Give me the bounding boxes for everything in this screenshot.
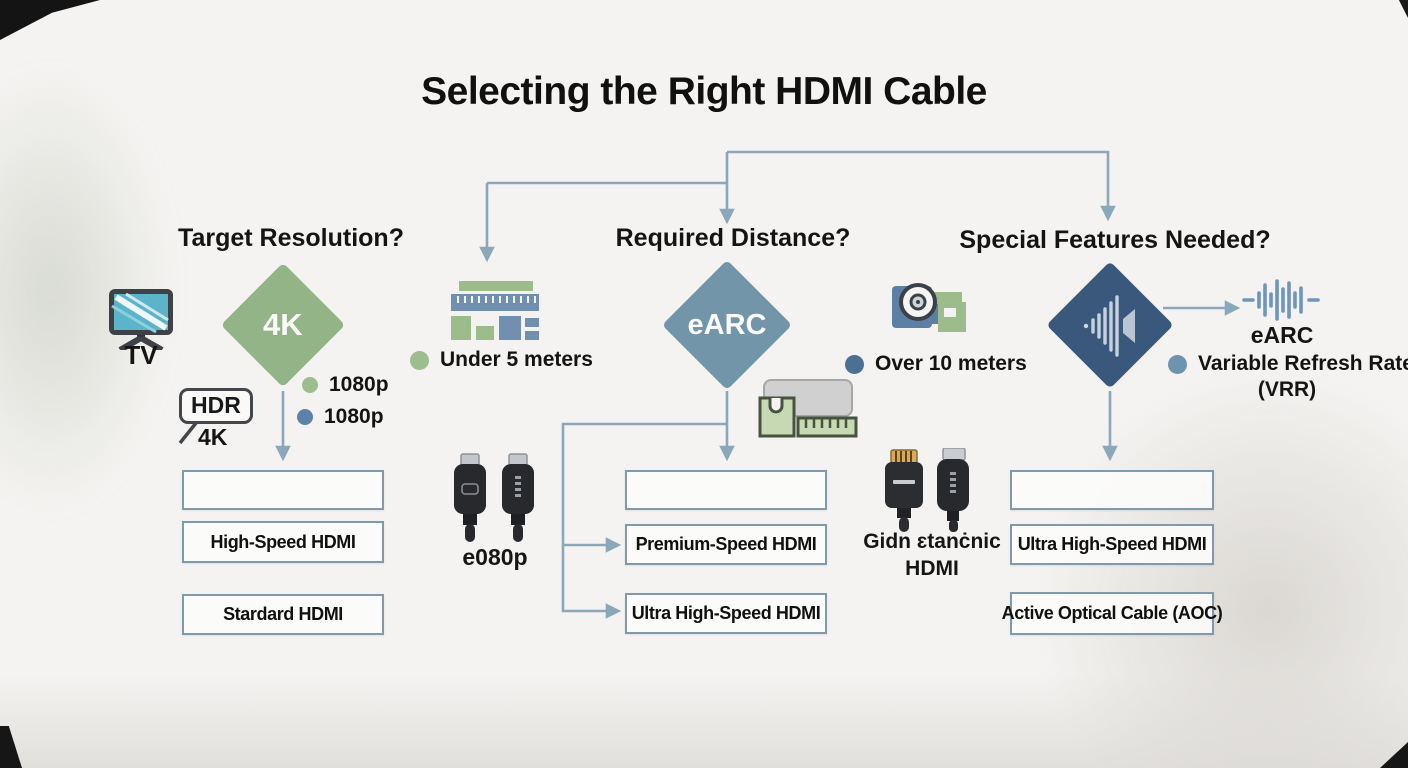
background-blur-floor xyxy=(0,673,1408,768)
blue-bullet-icon xyxy=(845,354,864,374)
hdr-bubble-tail xyxy=(178,421,198,445)
result-box-empty xyxy=(182,470,384,510)
diamond-earc-label: eARC xyxy=(687,308,767,341)
hdmi-cables-icon xyxy=(454,453,534,542)
result-box-empty xyxy=(625,470,827,510)
option-1080p-green: 1080p xyxy=(302,373,389,397)
cable-reel-icon xyxy=(892,283,966,332)
result-box-ultra-high-speed-hdmi: Ultra High-Speed HDMI xyxy=(1010,524,1214,565)
decision-diamond-audio xyxy=(1046,261,1174,389)
tape-measure-icon xyxy=(758,379,858,438)
cable-caption-long-line2: HDMI xyxy=(905,557,959,580)
blue-bullet-icon xyxy=(1168,354,1187,374)
result-box-empty xyxy=(1010,470,1214,510)
earc-caption: eARC xyxy=(1250,322,1314,348)
result-box-standard-hdmi: Stardard HDMI xyxy=(182,594,384,635)
hdr-badge: HDR xyxy=(179,388,253,424)
result-box-ultra-high-speed-hdmi: Ultra High-Speed HDMI xyxy=(625,593,827,634)
heading-special-features: Special Features Needed? xyxy=(959,226,1271,254)
earc-waveform-icon xyxy=(1242,279,1320,321)
option-label: Under 5 meters xyxy=(440,348,593,371)
option-vrr: Variable Refresh Rate xyxy=(1168,352,1408,376)
option-under-5-meters: Under 5 meters xyxy=(410,348,593,372)
green-bullet-icon xyxy=(410,350,429,370)
option-label: Variable Refresh Rate xyxy=(1198,352,1408,375)
hdr-4k-caption: 4K xyxy=(198,424,228,450)
ruler-icon xyxy=(451,281,539,340)
tv-label: TV xyxy=(124,340,158,370)
option-1080p-blue: 1080p xyxy=(297,405,384,429)
tv-icon xyxy=(109,289,173,350)
diamond-4k-label: 4K xyxy=(263,306,303,342)
cable-caption-long-line1: Gidn ɛtanċnic xyxy=(863,530,1001,553)
blue-bullet-icon xyxy=(297,409,313,425)
option-vrr-line2: (VRR) xyxy=(1257,378,1317,401)
option-label: 1080p xyxy=(324,405,384,428)
cable-caption-short: e080p xyxy=(462,544,528,570)
audio-waveform-icon xyxy=(1083,295,1135,357)
result-box-premium-speed-hdmi: Premium-Speed HDMI xyxy=(625,524,827,565)
result-box-high-speed-hdmi: High-Speed HDMI xyxy=(182,521,384,563)
hdmi-cables-long-icon xyxy=(885,448,969,532)
option-over-10-meters: Over 10 meters xyxy=(845,352,1027,376)
heading-required-distance: Required Distance? xyxy=(615,224,851,252)
result-box-active-optical-cable: Active Optical Cable (AOC) xyxy=(1002,592,1223,635)
green-bullet-icon xyxy=(302,377,318,393)
option-label: 1080p xyxy=(329,373,389,396)
option-label: Over 10 meters xyxy=(875,352,1027,375)
heading-target-resolution: Target Resolution? xyxy=(178,224,404,252)
page-title: Selecting the Right HDMI Cable xyxy=(421,70,987,113)
